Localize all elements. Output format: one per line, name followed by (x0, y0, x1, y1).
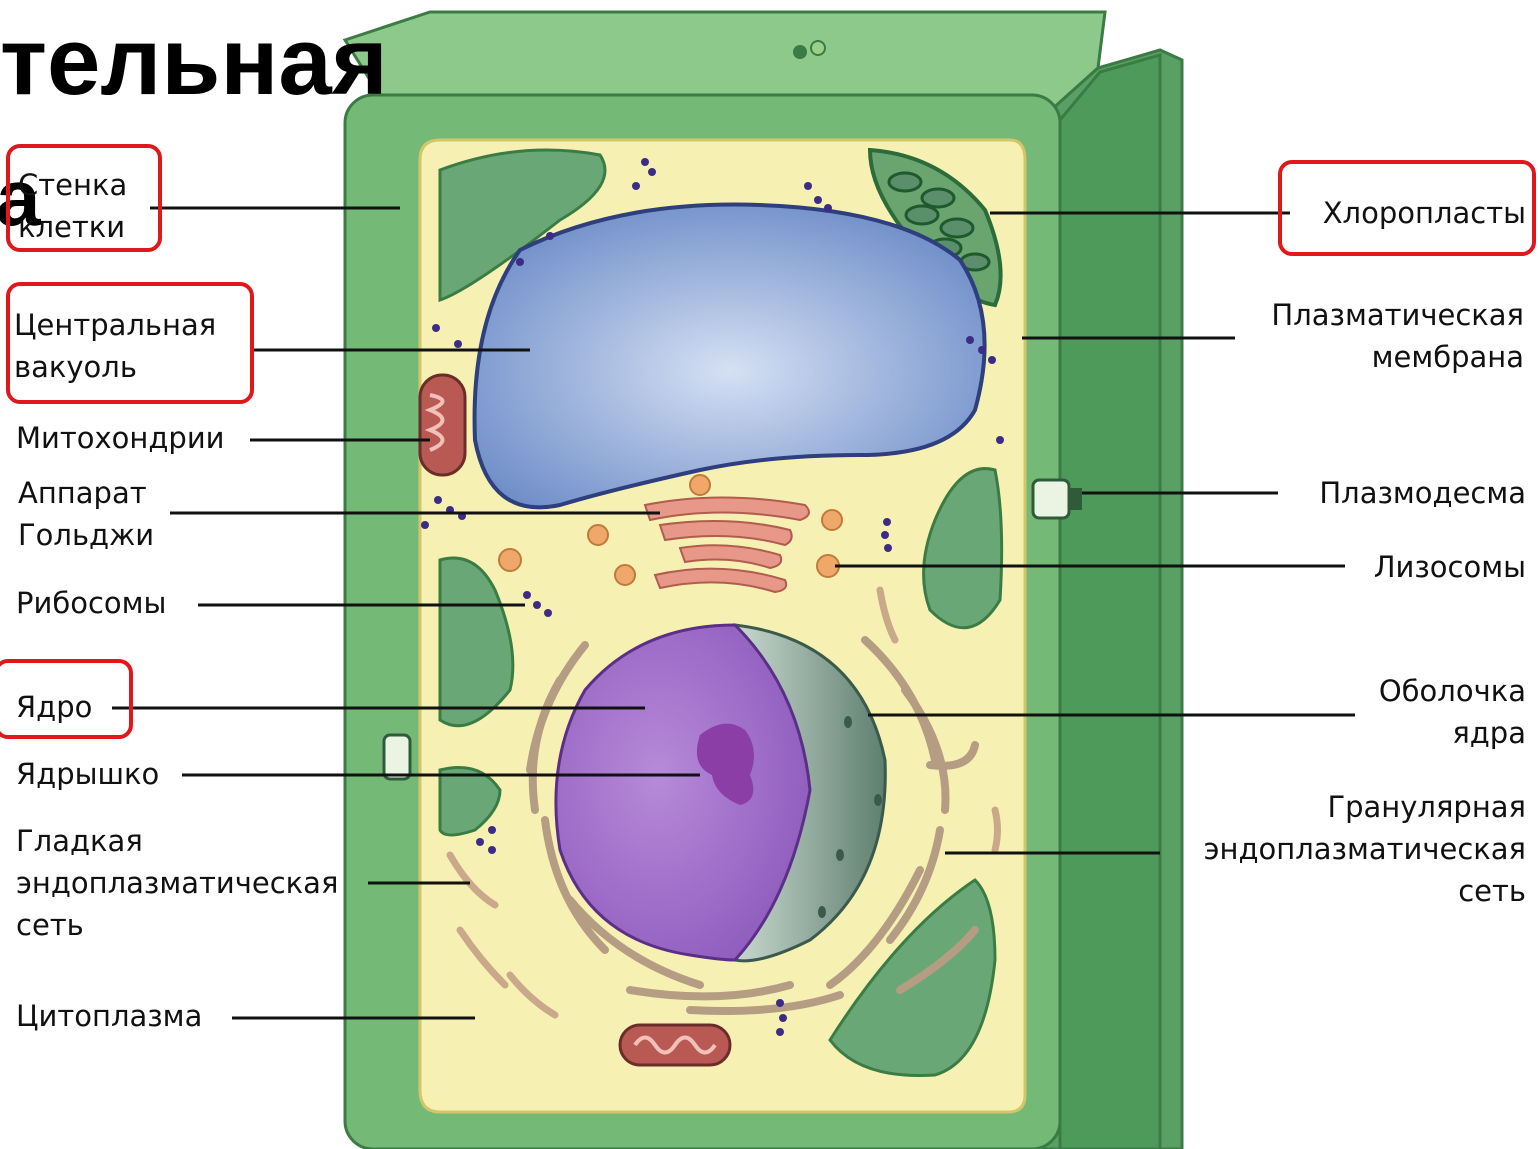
label-rough-er: Гранулярная эндоплазматическая сеть (1204, 786, 1526, 912)
highlight-nucleus (0, 659, 133, 739)
slide-title: тельная (0, 14, 388, 110)
highlight-chloroplasts (1278, 160, 1536, 256)
label-mitochondria: Митохондрии (16, 417, 225, 459)
label-smooth-er: Гладкая эндоплазматическая сеть (16, 820, 338, 946)
label-nucleolus: Ядрышко (16, 753, 159, 795)
nucleus (556, 625, 885, 961)
label-nuclear-envelope: Оболочка ядра (1379, 670, 1526, 754)
label-ribosomes: Рибосомы (16, 582, 166, 624)
label-plasmodesma: Плазмодесма (1319, 472, 1526, 514)
highlight-cell-wall (6, 144, 162, 252)
label-cytoplasm: Цитоплазма (16, 995, 202, 1037)
label-golgi: Аппарат Гольджи (18, 472, 154, 556)
label-plasma-membrane: Плазматическая мембрана (1271, 294, 1524, 378)
label-lysosomes: Лизосомы (1374, 546, 1526, 588)
highlight-central-vacuole (6, 282, 254, 404)
